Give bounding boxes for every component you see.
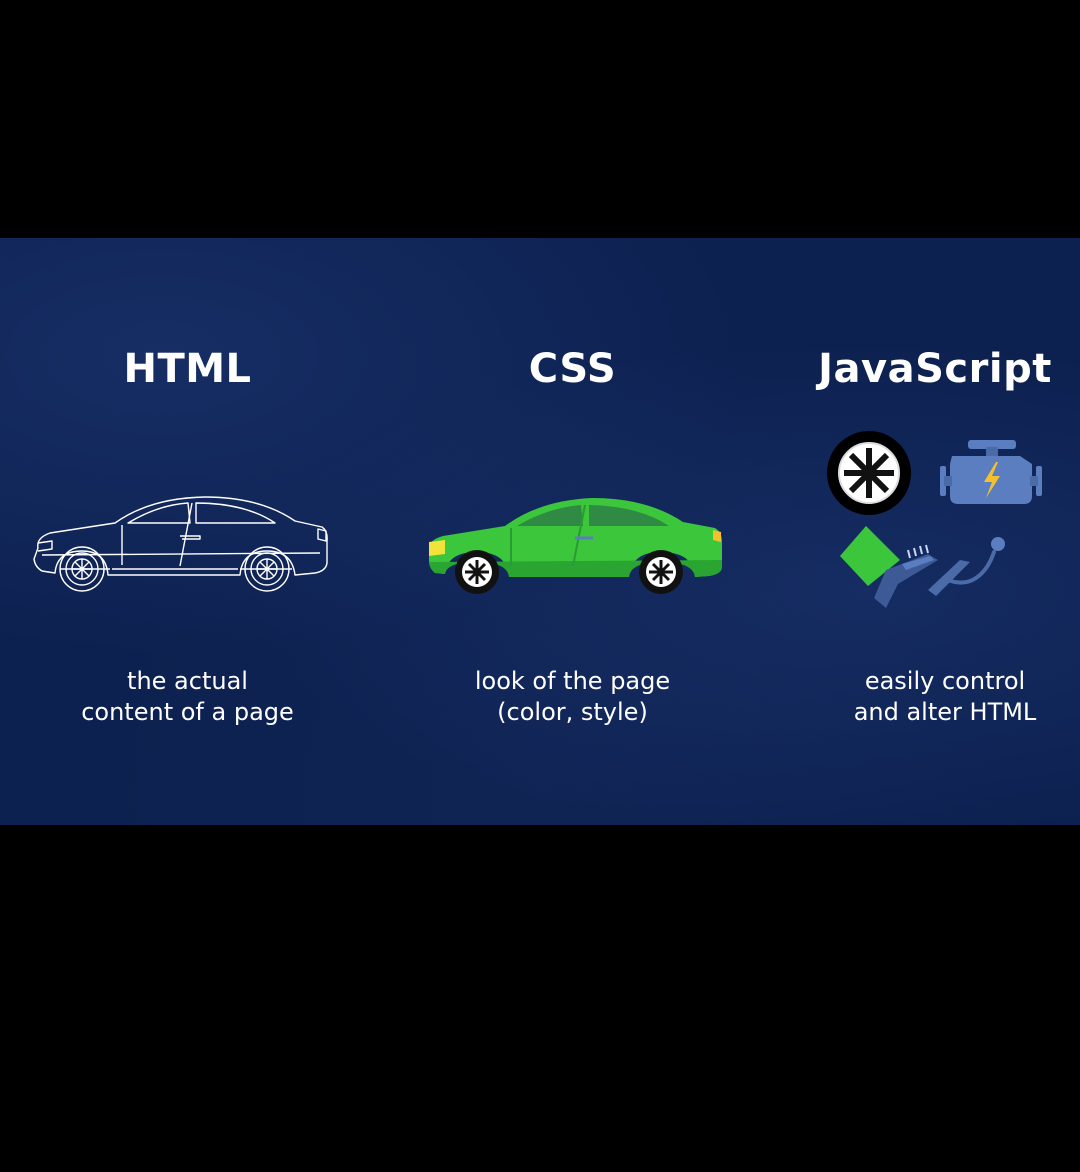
green-car-icon [429,498,722,594]
html-desc-line-2: content of a page [81,698,294,726]
css-desc-line-2: (color, style) [497,698,648,726]
css-column: CSS look of the page [390,238,755,825]
html-column: HTML [10,238,365,825]
pedals-icon [840,526,1005,608]
car-outline-icon [33,496,328,592]
html-heading: HTML [123,346,252,392]
html-description: the actual content of a page [10,666,365,728]
javascript-column: JavaScript [790,238,1080,825]
engine-icon [940,440,1042,504]
slide-frame: HTML [0,238,1080,825]
css-desc-line-1: look of the page [474,667,671,695]
javascript-description: easily control and alter HTML [800,666,1080,728]
html-desc-line-1: the actual [127,667,248,695]
wheel-icon [827,431,911,515]
css-description: look of the page (color, style) [390,666,755,728]
javascript-desc-line-1: easily control [864,667,1026,695]
javascript-heading: JavaScript [818,346,1052,392]
css-heading: CSS [528,346,617,392]
javascript-desc-line-2: and alter HTML [853,698,1037,726]
